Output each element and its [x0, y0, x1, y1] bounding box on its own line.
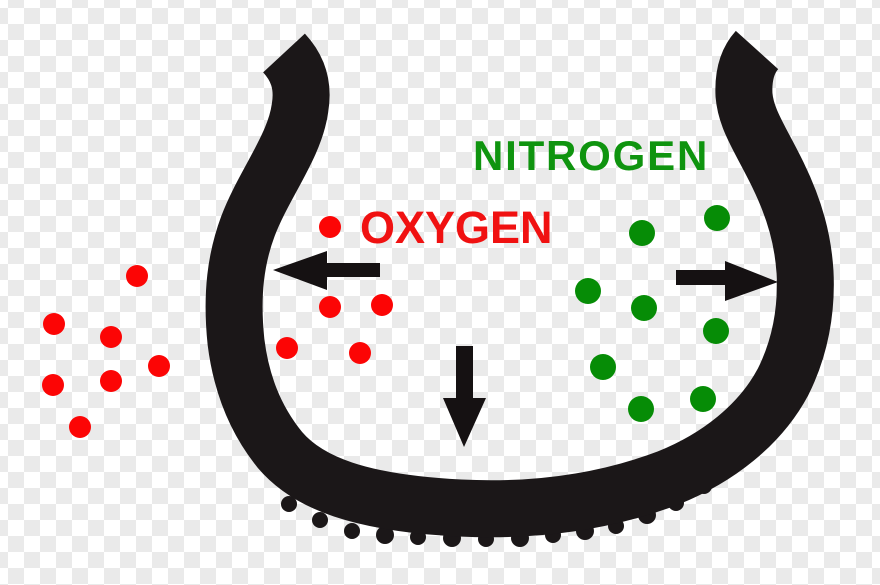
nitrogen-molecule	[590, 354, 616, 380]
tire-tread-bump	[344, 523, 360, 539]
nitrogen-molecule	[704, 205, 730, 231]
oxygen-label: OXYGEN	[360, 202, 553, 253]
tire-tread-bump	[281, 496, 297, 512]
oxygen-molecule	[319, 296, 341, 318]
oxygen-molecule-escaped	[126, 265, 148, 287]
oxygen-molecule-escaped	[148, 355, 170, 377]
oxygen-escape-down-arrow	[443, 346, 486, 447]
gas-molecules	[42, 205, 730, 438]
oxygen-molecule-escaped	[43, 313, 65, 335]
oxygen-molecule	[319, 216, 341, 238]
oxygen-molecule-escaped	[42, 374, 64, 396]
oxygen-molecule	[349, 342, 371, 364]
nitrogen-label: NITROGEN	[473, 132, 710, 179]
nitrogen-molecule	[703, 318, 729, 344]
oxygen-escape-left-arrow	[273, 251, 380, 290]
gas-flow-arrows	[273, 251, 778, 447]
tire-tread-bump	[376, 526, 394, 544]
nitrogen-molecule	[629, 220, 655, 246]
tire-cross-section	[205, 30, 834, 538]
nitrogen-molecule	[631, 295, 657, 321]
oxygen-molecule-escaped	[69, 416, 91, 438]
oxygen-molecule-escaped	[100, 370, 122, 392]
tire-tread-bump	[312, 512, 328, 528]
nitrogen-molecule	[575, 278, 601, 304]
nitrogen-molecule	[690, 386, 716, 412]
oxygen-molecule-escaped	[100, 326, 122, 348]
oxygen-molecule	[371, 294, 393, 316]
nitrogen-molecule	[628, 396, 654, 422]
nitrogen-contained-right-arrow	[676, 261, 778, 301]
oxygen-molecule	[276, 337, 298, 359]
